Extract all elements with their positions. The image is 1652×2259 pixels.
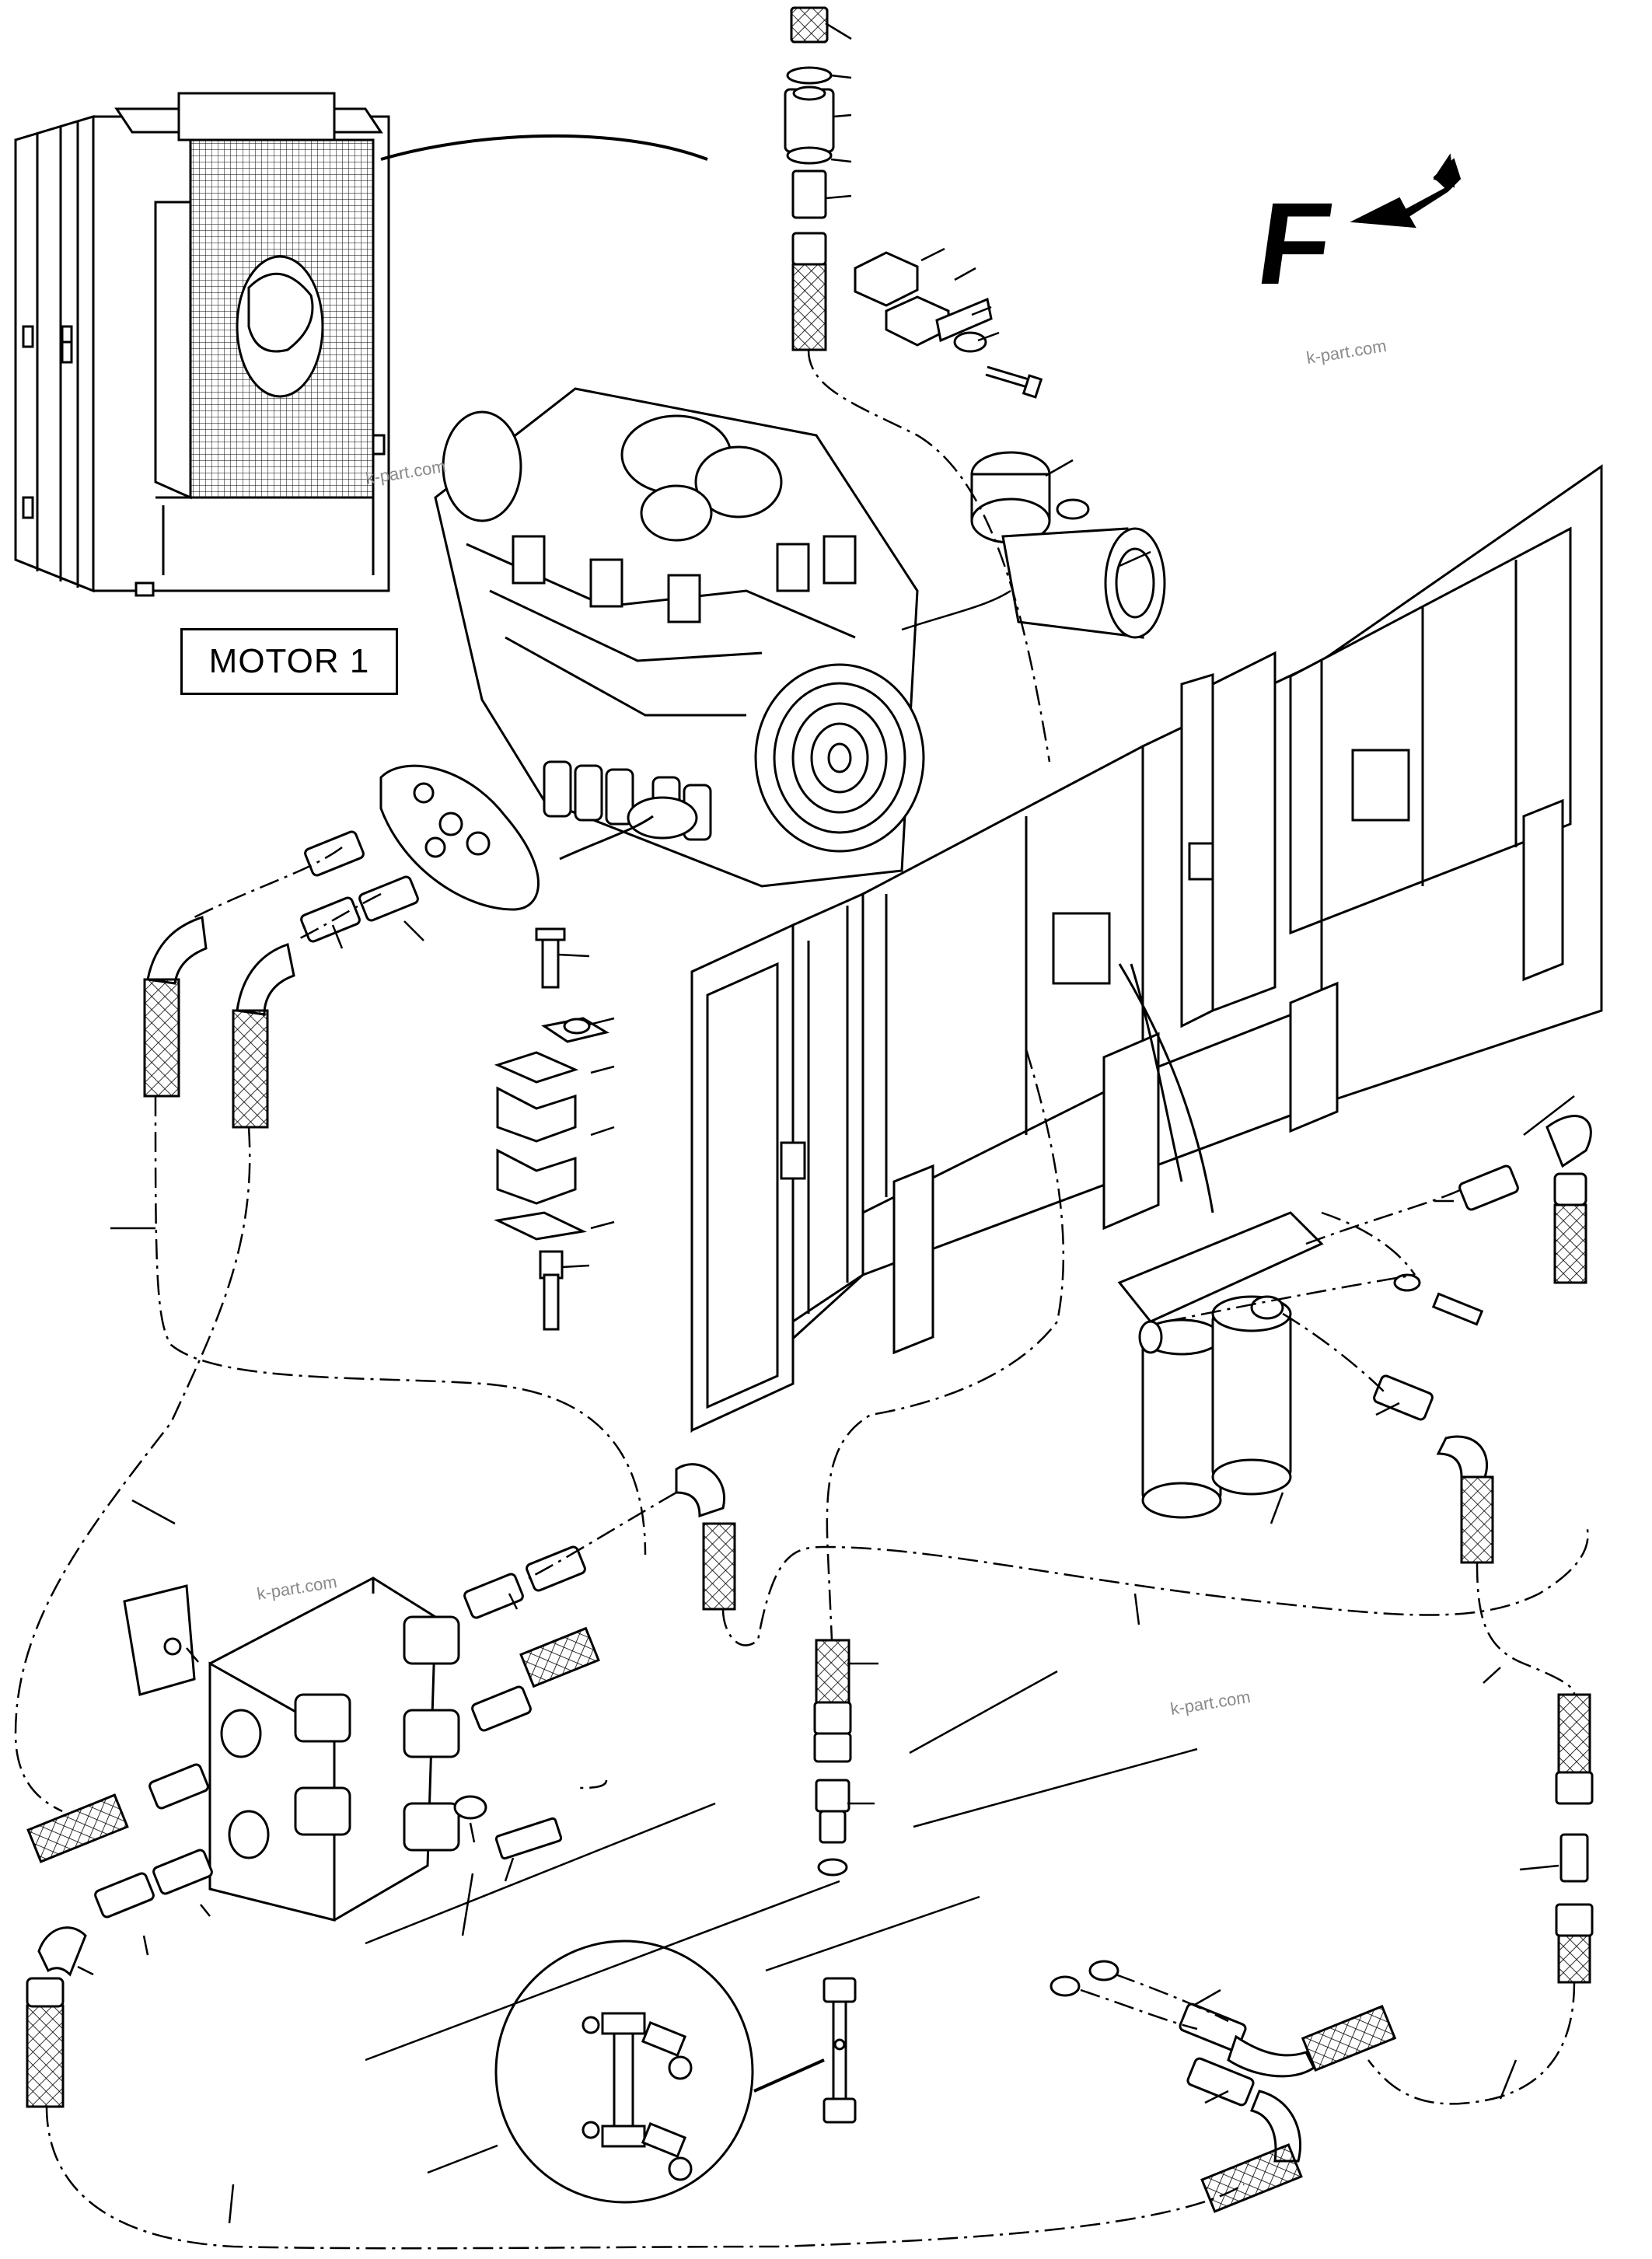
- top-fitting-stack: [784, 6, 835, 351]
- engine-assembly: [434, 387, 925, 888]
- leader-engine-to-gasket: [559, 815, 654, 861]
- leader-radiator-to-fitting: [380, 134, 708, 161]
- right-vertical-hose: [1555, 1693, 1594, 1984]
- fittings-right-upper: [1373, 1115, 1592, 1564]
- frame-leaders: [1118, 963, 1214, 1213]
- clamp-set-middle-leaders: [557, 953, 615, 1269]
- arrow-up-right-icon: [1350, 153, 1462, 229]
- clamp-set-top-leaders: [920, 247, 1000, 342]
- center-hose-stack: [813, 1639, 852, 1877]
- detail-sight-glass: [823, 1977, 857, 2124]
- engine-label: MOTOR 1: [180, 628, 398, 695]
- filter-leaders: [901, 459, 1151, 631]
- hose-left-pair: [143, 915, 295, 1129]
- detail-leader: [753, 2058, 825, 2093]
- gasket-plate: [379, 764, 540, 911]
- secondary-fuel-filter: [1117, 1211, 1324, 1519]
- machine-frame: [690, 464, 1603, 1433]
- bottom-right-hose-assembly: [1050, 1960, 1397, 2213]
- detail-view: [494, 1940, 754, 2204]
- leader-lines: [77, 920, 1575, 2224]
- direction-letter: F: [1250, 178, 1340, 309]
- clamp-set-middle: [494, 927, 609, 1331]
- radiator-assembly: [14, 92, 390, 597]
- top-fitting-leaders: [825, 22, 852, 200]
- routing-dash-lines: [14, 349, 1589, 2250]
- exchanger-hose-upper: [675, 1463, 736, 1611]
- exchanger-fittings: [26, 1545, 600, 2108]
- direction-indicator: F: [1250, 148, 1462, 326]
- heat-exchanger-block: [123, 1576, 460, 1922]
- primary-fuel-filter: [970, 451, 1166, 639]
- clamp-set-top: [854, 251, 1043, 399]
